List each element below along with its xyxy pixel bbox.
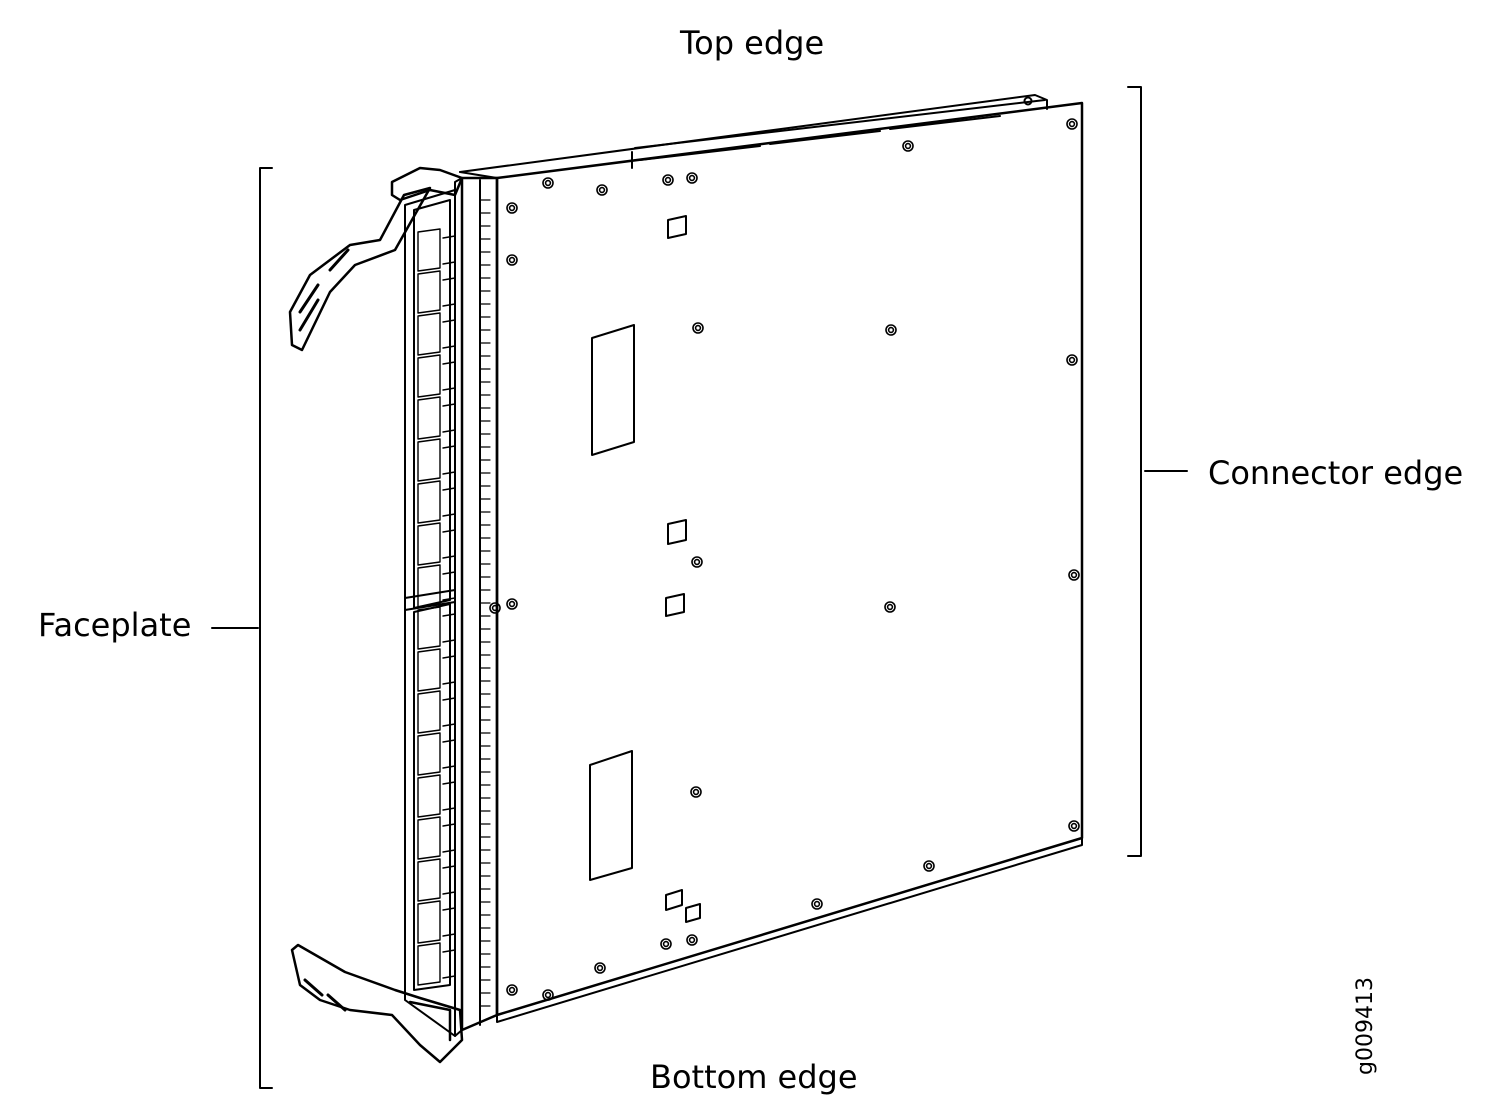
port-module <box>417 690 441 734</box>
faceplate-bracket <box>259 167 273 1089</box>
screw <box>506 984 518 996</box>
board-screws <box>489 118 1080 1001</box>
module-latch <box>442 781 456 811</box>
board-features <box>589 215 701 923</box>
module-latch <box>442 487 456 517</box>
module-latch <box>442 865 456 895</box>
port-module <box>417 900 441 944</box>
screw <box>902 140 914 152</box>
screw <box>1068 820 1080 832</box>
bottom-edge-label: Bottom edge <box>650 1058 858 1096</box>
module-latch <box>442 277 456 307</box>
port-module <box>417 606 441 650</box>
figure-id-label: g009413 <box>1353 977 1378 1075</box>
screw <box>506 598 518 610</box>
screw <box>594 962 606 974</box>
port-module <box>417 354 441 398</box>
module-latch <box>442 655 456 685</box>
port-module <box>417 564 441 608</box>
top-ejector-handle <box>288 166 464 352</box>
module-latch <box>442 403 456 433</box>
screw <box>662 174 674 186</box>
port-module <box>417 774 441 818</box>
screw <box>885 324 897 336</box>
port-module <box>417 522 441 566</box>
module-latch <box>442 739 456 769</box>
port-module <box>417 228 441 272</box>
module-latch <box>442 319 456 349</box>
top-edge-label: Top edge <box>680 24 825 62</box>
port-module <box>417 312 441 356</box>
screw <box>811 898 823 910</box>
port-module <box>417 480 441 524</box>
screw <box>489 602 501 614</box>
connector-edge-label: Connector edge <box>1208 454 1464 492</box>
module-latch <box>442 529 456 559</box>
screw <box>506 254 518 266</box>
bottom-ejector-handle <box>290 943 464 1064</box>
module-latch <box>442 571 456 601</box>
module-latch <box>442 907 456 937</box>
module-latch <box>442 823 456 853</box>
port-module <box>417 858 441 902</box>
faceplate-vents <box>480 199 491 1007</box>
screw <box>660 938 672 950</box>
module-latch <box>442 445 456 475</box>
module-latch <box>442 697 456 727</box>
screw <box>691 556 703 568</box>
connector-edge-bracket <box>1127 86 1142 857</box>
port-module <box>417 816 441 860</box>
screw <box>686 172 698 184</box>
port-module <box>417 396 441 440</box>
port-module <box>417 732 441 776</box>
board-panel <box>459 94 1084 1023</box>
screw <box>692 322 704 334</box>
screw <box>596 184 608 196</box>
faceplate-label: Faceplate <box>38 606 192 644</box>
screw <box>1066 354 1078 366</box>
port-module <box>417 438 441 482</box>
module-latch <box>442 361 456 391</box>
screw <box>542 989 554 1001</box>
screw <box>1066 118 1078 130</box>
screw <box>923 860 935 872</box>
screw <box>884 601 896 613</box>
module-latch <box>442 949 456 979</box>
screw <box>542 177 554 189</box>
port-module <box>417 270 441 314</box>
port-module <box>417 648 441 692</box>
screw <box>690 786 702 798</box>
module-latch <box>442 613 456 643</box>
screw <box>506 202 518 214</box>
module-latch <box>442 235 456 265</box>
screw <box>1068 569 1080 581</box>
port-module <box>417 942 441 986</box>
faceplate-modules <box>417 228 456 986</box>
screw <box>686 934 698 946</box>
